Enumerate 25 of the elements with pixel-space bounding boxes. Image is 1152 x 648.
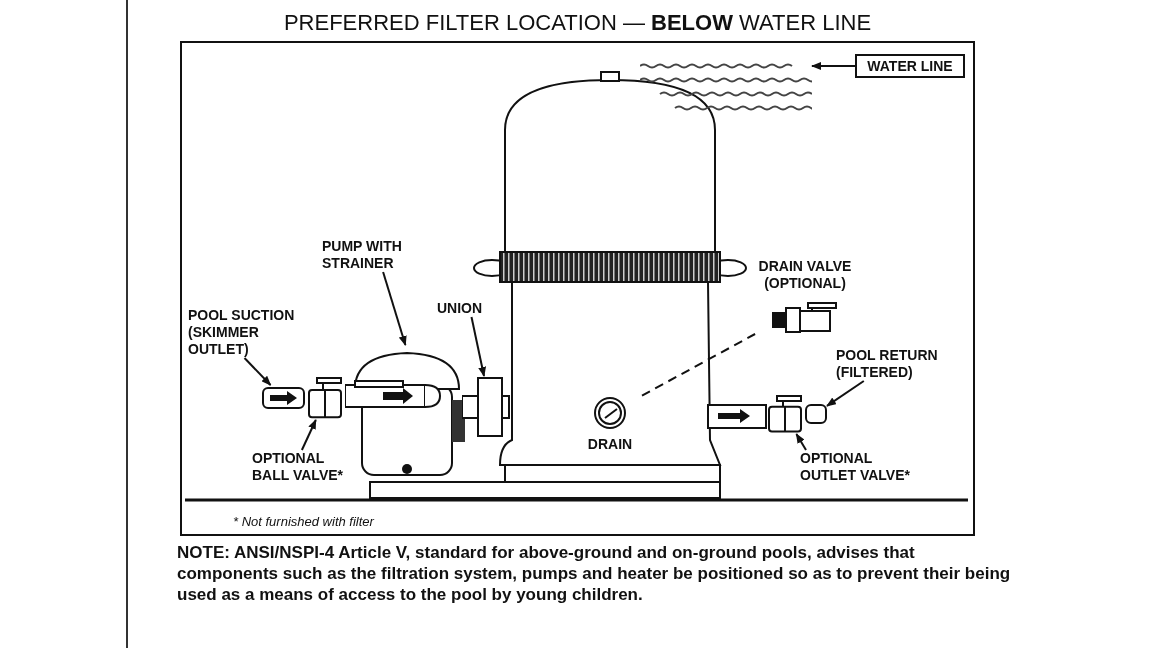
part-label: DRAIN VALVE (OPTIONAL) xyxy=(757,258,853,292)
leader-arrow xyxy=(470,316,487,377)
outlet-valve-drawing xyxy=(765,394,805,434)
part-label: DRAIN xyxy=(586,436,634,453)
part-label: POOL SUCTION (SKIMMER OUTLET) xyxy=(188,307,303,358)
part-label: OPTIONAL OUTLET VALVE* xyxy=(800,450,925,484)
part-label: POOL RETURN (FILTERED) xyxy=(836,347,971,381)
note-text: NOTE: ANSI/NSPI-4 Article V, standard for above-ground and on-ground pools, advises that components such as the filtration system, pumps and heater be positioned so as to prevent their being used as a means of access to the pool by young children. xyxy=(177,542,1012,605)
part-label: PUMP WITH STRAINER xyxy=(322,238,427,272)
leader-arrow xyxy=(243,357,272,386)
water-line-tag: WATER LINE xyxy=(855,54,965,78)
suction-pipe-drawing xyxy=(262,385,305,411)
diagram-title: PREFERRED FILTER LOCATION — BELOW WATER LINE xyxy=(282,10,873,36)
ball-valve-drawing xyxy=(305,376,345,420)
leader-arrow xyxy=(300,419,317,451)
leader-arrow xyxy=(795,433,807,451)
leader-arrow xyxy=(382,271,407,346)
part-label: UNION xyxy=(437,300,497,317)
return-pipe-drawing xyxy=(805,402,827,426)
footnote-text: * Not furnished with filter xyxy=(233,514,374,529)
union-drawing xyxy=(462,376,510,438)
leader-arrow xyxy=(826,380,865,407)
leader-arrow xyxy=(811,62,856,70)
dashed-line xyxy=(641,333,757,397)
part-label: OPTIONAL BALL VALVE* xyxy=(252,450,352,484)
